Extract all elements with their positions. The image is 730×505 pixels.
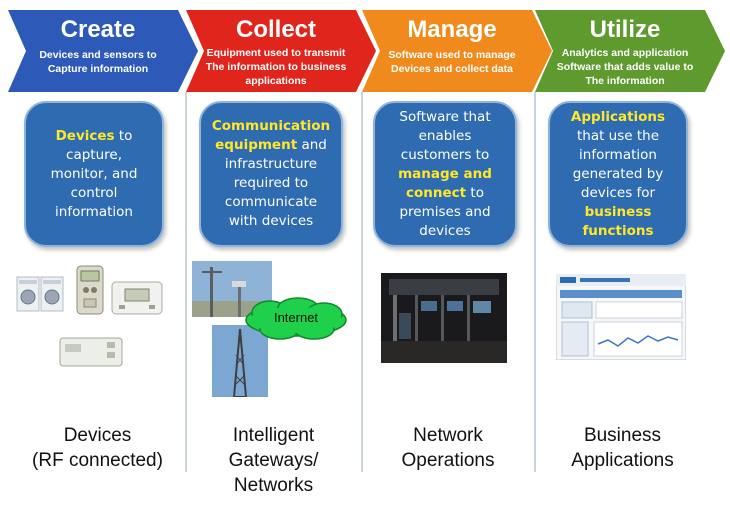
sensor-hub-icon	[59, 337, 123, 367]
washer-dryer-icon	[16, 276, 64, 312]
energy-meter-icon	[76, 265, 104, 315]
stage-create: Create Devices and sensors to Capture in…	[0, 0, 198, 505]
dashboard-screenshot	[556, 274, 686, 360]
manage-description: Software that enables customers to manag…	[398, 108, 492, 239]
separator-2	[361, 92, 363, 472]
network-operations-photo	[381, 273, 507, 363]
create-label: Devices (RF connected)	[32, 425, 163, 471]
create-chevron-shape	[8, 10, 198, 92]
collect-chevron: Collect Equipment used to transmit The i…	[186, 10, 376, 92]
radio-tower-photo	[212, 325, 268, 397]
separator-3	[534, 92, 536, 472]
utilize-description-box: Applications that use the information ge…	[548, 101, 688, 247]
utilize-chevron-shape	[535, 10, 725, 92]
thermostat-icon	[111, 281, 163, 315]
separator-1	[185, 92, 187, 472]
collect-description-box: Communication equipment and infrastructu…	[199, 101, 343, 247]
manage-subtitle: Software used to manage Devices and coll…	[388, 49, 516, 75]
collect-subtitle: Equipment used to transmit The informati…	[205, 47, 347, 87]
create-subtitle: Devices and sensors to Capture informati…	[39, 49, 157, 75]
create-chevron: Create Devices and sensors to Capture in…	[8, 10, 198, 92]
utilize-chevron: Utilize Analytics and application Softwa…	[535, 10, 725, 92]
create-description: Devices to capture, monitor, and control…	[50, 127, 138, 220]
utilize-subtitle: Analytics and application Software that …	[556, 47, 694, 87]
utilize-label: Business Applications	[571, 425, 674, 471]
collect-label: Intelligent Gateways/ Networks	[228, 425, 319, 496]
collect-chevron-shape	[186, 10, 376, 92]
internet-cloud-shape	[245, 297, 347, 340]
collect-description: Communication equipment and infrastructu…	[211, 118, 331, 229]
manage-chevron-shape	[362, 10, 552, 92]
stage-collect: Collect Equipment used to transmit The i…	[186, 0, 376, 505]
utilize-description: Applications that use the information ge…	[570, 108, 666, 239]
manage-title: Manage	[407, 16, 497, 43]
internet-cloud-icon: Internet	[240, 297, 352, 343]
stage-manage: Manage Software used to manage Devices a…	[362, 0, 552, 505]
manage-description-box: Software that enables customers to manag…	[373, 101, 517, 247]
manage-chevron: Manage Software used to manage Devices a…	[362, 10, 552, 92]
create-description-box: Devices to capture, monitor, and control…	[24, 101, 164, 247]
stage-utilize: Utilize Analytics and application Softwa…	[535, 0, 730, 505]
utilize-title: Utilize	[589, 16, 661, 43]
internet-label: Internet	[273, 310, 319, 325]
collect-title: Collect	[235, 16, 316, 43]
manage-label: Network Operations	[401, 425, 495, 471]
create-title: Create	[60, 16, 136, 43]
